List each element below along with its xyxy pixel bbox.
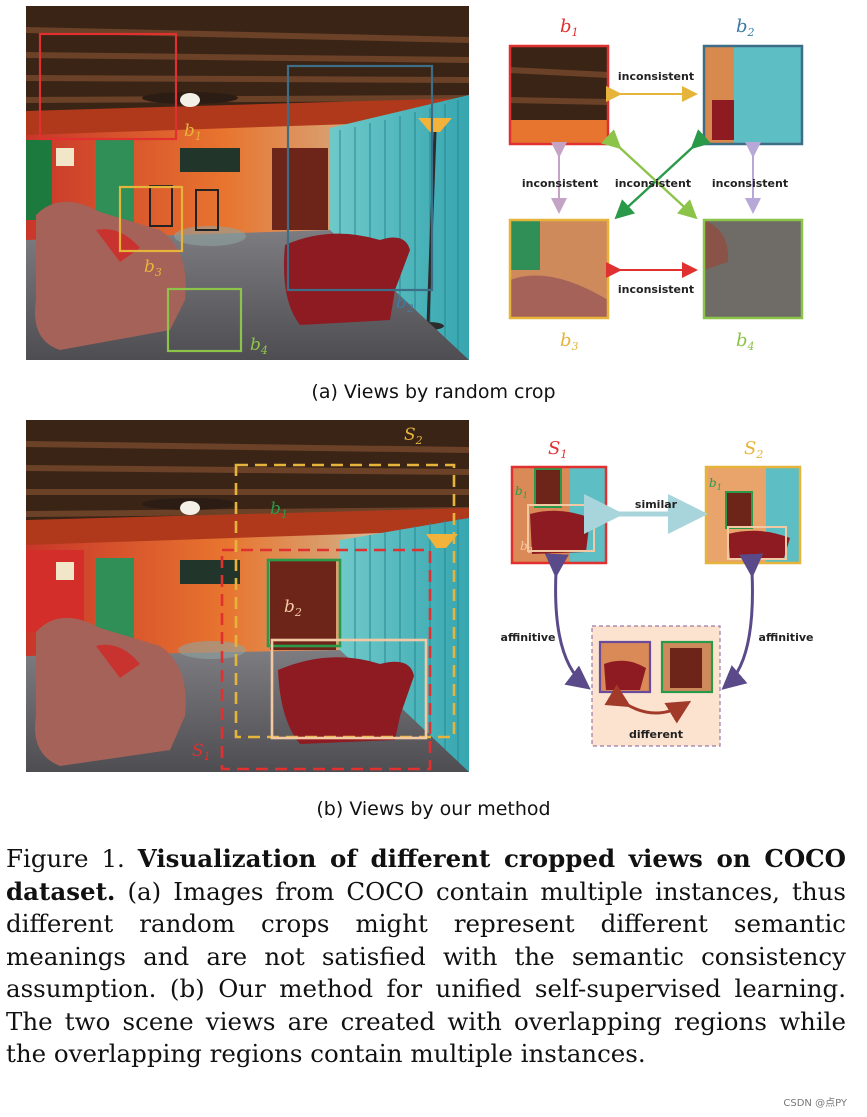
crop-box-b1 xyxy=(38,32,178,141)
panel-b-graphic: S2 S1 b1 b2 S1 S2 b1 b2 b1 xyxy=(25,420,814,772)
thumb-title-b2: b2 xyxy=(736,16,755,39)
thumb-title-s1: S1 xyxy=(548,438,567,461)
thumb-s1: b1 b2 xyxy=(510,465,608,565)
figure-caption-prefix: Figure 1. xyxy=(6,844,125,873)
arrow-affinitive-right xyxy=(721,553,764,690)
label-similar: similar xyxy=(635,498,678,511)
thumb-b3 xyxy=(508,218,610,320)
label-cross: inconsistent xyxy=(615,177,691,190)
scene-box-s1 xyxy=(220,548,432,771)
label-b2-b4: inconsistent xyxy=(712,177,788,190)
thumb-title-b1: b1 xyxy=(560,16,579,39)
thumb-b4 xyxy=(702,218,804,320)
scene-photo-b xyxy=(25,420,470,772)
watermark: CSDN @点PY xyxy=(783,1098,847,1109)
thumb-s2: b1 xyxy=(704,465,802,565)
arrow-different xyxy=(604,684,692,724)
panel-b: S2 S1 b1 b2 S1 S2 b1 b2 b1 xyxy=(0,410,867,830)
label-b3-b4: inconsistent xyxy=(618,283,694,296)
thumb-b1 xyxy=(508,44,610,146)
instance-box-b1 xyxy=(266,558,342,648)
label-affinitive-right: affinitive xyxy=(759,631,814,644)
crop-box-b4 xyxy=(166,287,243,353)
instance-thumb-b2 xyxy=(598,640,652,694)
instance-thumb-b1 xyxy=(660,640,714,694)
figure-caption: Figure 1. Visualization of different cro… xyxy=(6,843,846,1071)
label-different: different xyxy=(629,728,683,741)
figure-caption-body: (a) Images from COCO contain multiple in… xyxy=(6,876,846,1069)
thumb-b2 xyxy=(702,44,804,146)
crop-box-b3 xyxy=(118,185,184,253)
thumb-title-s2: S2 xyxy=(744,438,763,461)
panel-a-graphic: b1 b2 b3 b4 b1 b2 xyxy=(25,6,804,360)
instance-box-b2 xyxy=(270,638,428,740)
label-b1-b2: inconsistent xyxy=(618,70,694,83)
thumb-title-b3: b3 xyxy=(560,330,579,353)
thumb-title-b4: b4 xyxy=(736,330,755,353)
panel-a: b1 b2 b3 b4 b1 b2 xyxy=(0,0,867,410)
label-affinitive-left: affinitive xyxy=(501,631,556,644)
arrow-affinitive-left xyxy=(544,553,591,690)
arrow-b1-b4 xyxy=(600,129,698,220)
figure-caption-title: Visualization of different cropped views… xyxy=(6,844,846,906)
label-b1-b3: inconsistent xyxy=(522,177,598,190)
crop-box-b2 xyxy=(286,64,434,292)
panel-a-caption: (a) Views by random crop xyxy=(311,381,556,403)
panel-b-caption: (b) Views by our method xyxy=(316,798,551,820)
